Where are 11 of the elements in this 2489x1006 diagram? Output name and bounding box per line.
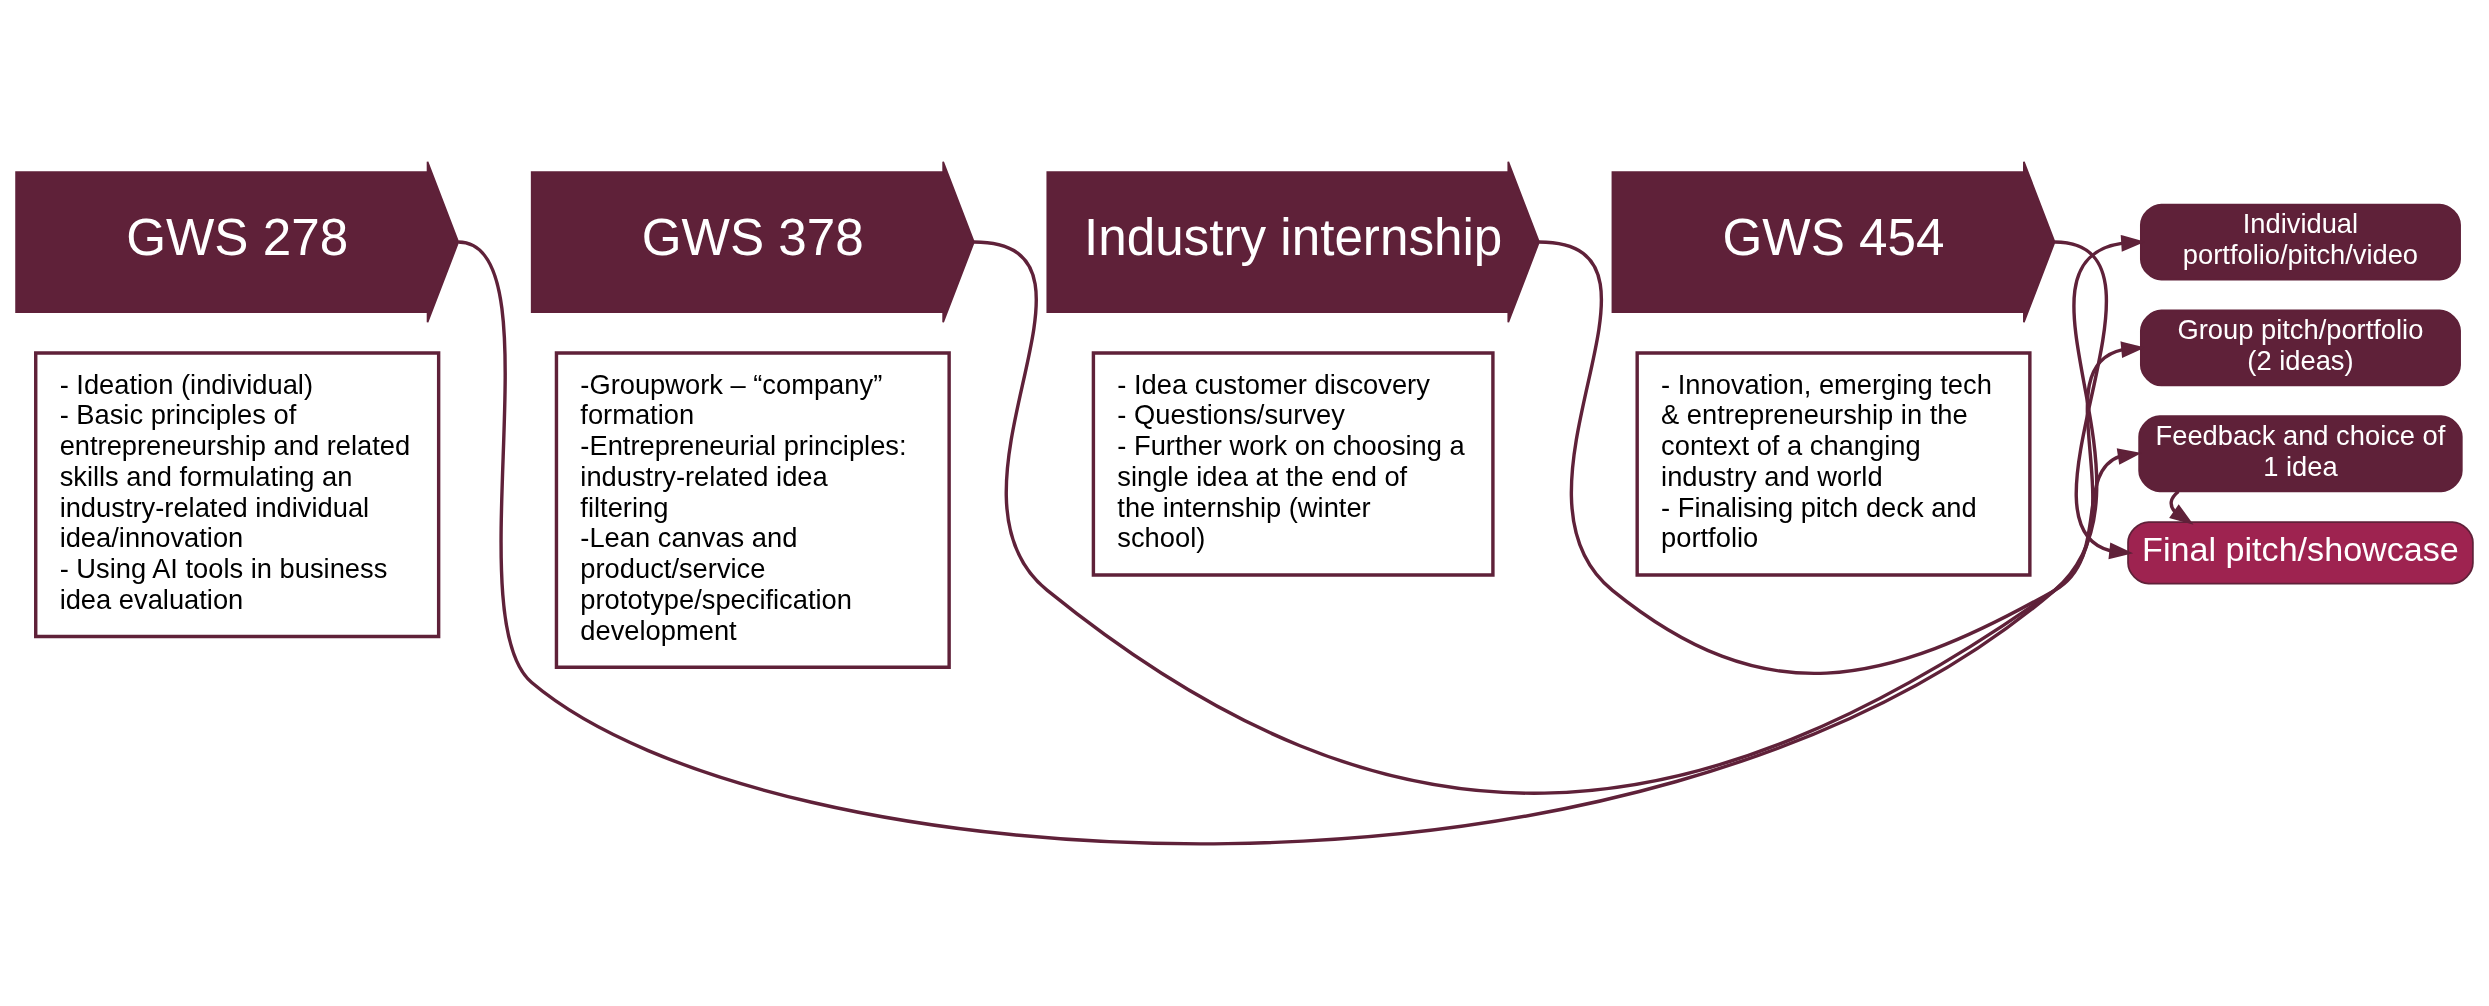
node-box: - Ideation (individual) - Basic principles of entrepreneurship and related skills and formulating an industry-related individual idea/innovation - Using AI tools in business idea evaluation bbox=[34, 351, 441, 639]
node-box: - Innovation, emerging tech & entrepreneurship in the context of a changing industry and world - Finalising pitch deck and portfolio bbox=[1635, 351, 2032, 577]
node-box: -Groupwork – “company” formation -Entrepreneurial principles: industry-related idea filtering -Lean canvas and product/service prototype/specification development bbox=[554, 351, 951, 669]
arrow bbox=[1538, 240, 2142, 675]
arrow bbox=[2054, 240, 2134, 560]
node-box: Individual portfolio/pitch/video bbox=[2140, 203, 2461, 281]
node-box: Group pitch/portfolio (2 ideas) bbox=[2140, 309, 2461, 387]
node-box: Final pitch/showcase bbox=[2127, 521, 2474, 585]
node-box: - Idea customer discovery - Questions/survey - Further work on choosing a single idea at the end of the internship (winter school) bbox=[1091, 351, 1495, 577]
arrow bbox=[2169, 490, 2194, 525]
node-box: Feedback and choice of 1 idea bbox=[2138, 415, 2463, 493]
